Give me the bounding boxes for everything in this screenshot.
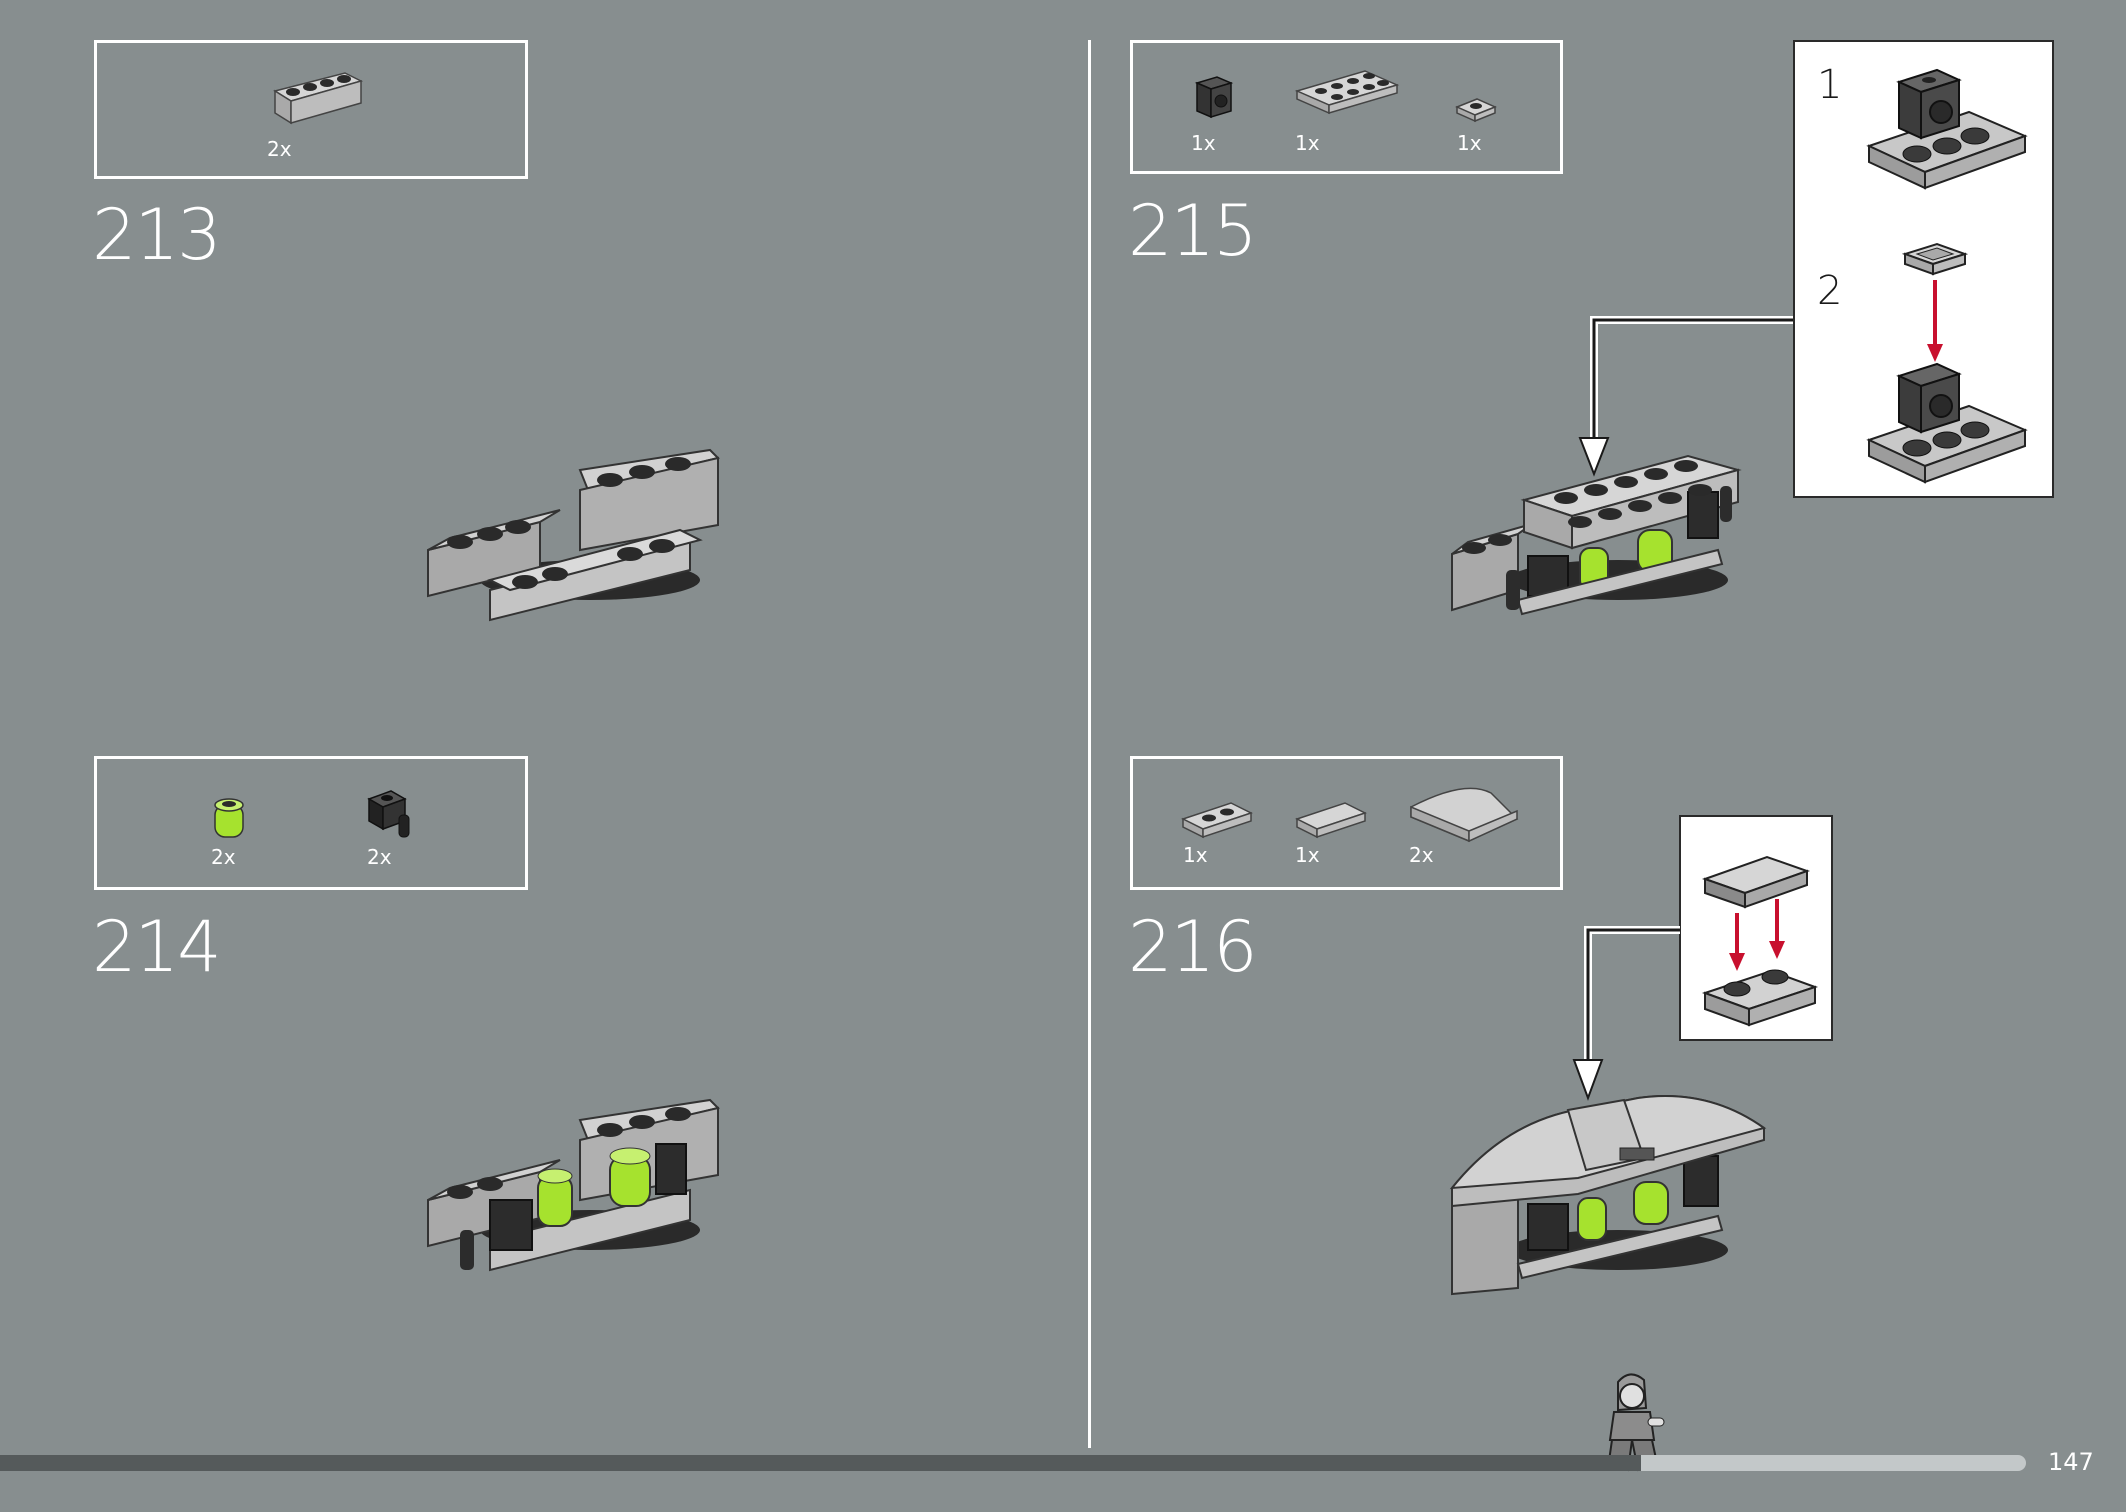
part-qty: 1x (1295, 843, 1320, 867)
callout-arrow-215 (1578, 316, 1793, 477)
brick-1x4-icon (273, 72, 364, 125)
part-qty: 2x (367, 845, 392, 869)
page-number: 147 (2048, 1448, 2094, 1476)
parts-box-214: 2x 2x (94, 756, 528, 890)
parts-box-216: 1x 1x 2x (1130, 756, 1563, 890)
progress-fill (0, 1455, 1642, 1471)
model-step-215 (1451, 454, 1742, 616)
lime-round-brick-icon (214, 798, 244, 838)
parts-box-213: 2x (94, 40, 528, 179)
model-step-213 (427, 448, 720, 622)
plate-1x2-icon (1181, 802, 1253, 839)
part-qty: 2x (211, 845, 236, 869)
substep-callout-216 (1679, 815, 1833, 1041)
plate-2x4-icon (1294, 70, 1400, 115)
part-qty: 1x (1295, 131, 1320, 155)
black-bracket-icon (1194, 76, 1234, 119)
substep-2-illustration (1866, 242, 2028, 484)
substep-1-illustration (1866, 68, 2028, 190)
step-number-214: 214 (92, 906, 222, 988)
step-number-216: 216 (1128, 906, 1258, 988)
curved-slope-icon (1410, 787, 1519, 843)
plate-1x1-icon (1455, 98, 1497, 123)
tile-1x2-icon (1295, 802, 1367, 839)
part-qty: 1x (1191, 131, 1216, 155)
substep-number: 1 (1817, 62, 1843, 108)
model-step-214 (427, 1098, 720, 1272)
model-step-216 (1449, 1095, 1767, 1296)
black-bracket-brick-icon (367, 790, 410, 838)
substep-number: 2 (1817, 268, 1843, 314)
minifigure-icon (1606, 1373, 1665, 1472)
substep-callout-215: 1 2 (1793, 40, 2054, 498)
step-number-215: 215 (1128, 190, 1258, 272)
page-divider (1088, 40, 1091, 1448)
part-qty: 1x (1183, 843, 1208, 867)
callout-arrow-216 (1572, 926, 1680, 1101)
part-qty: 2x (1409, 843, 1434, 867)
part-qty: 2x (267, 137, 292, 161)
substep-illustration (1701, 855, 1819, 1027)
parts-box-215: 1x 1x 1x (1130, 40, 1563, 174)
step-number-213: 213 (92, 194, 222, 276)
part-qty: 1x (1457, 131, 1482, 155)
